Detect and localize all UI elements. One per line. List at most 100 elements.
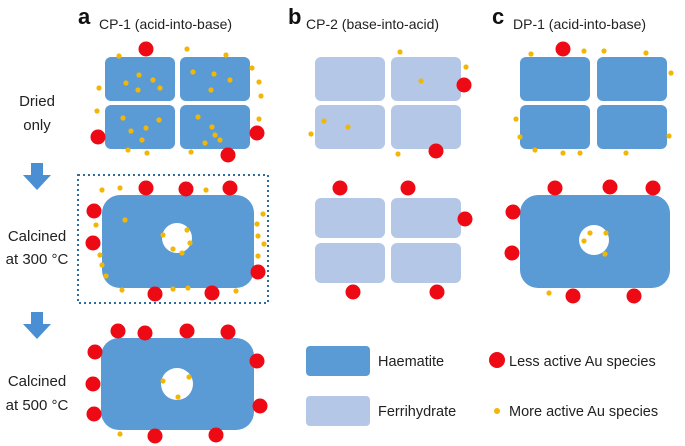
more-active-au-particle — [211, 71, 217, 77]
less-active-au-particle — [429, 284, 445, 300]
highlight-dashed-box — [77, 174, 269, 304]
more-active-au-particle — [395, 151, 401, 157]
more-active-au-particle — [96, 85, 102, 91]
more-active-au-particle — [186, 374, 192, 380]
panel-title-b: CP-2 (base-into-acid) — [306, 16, 439, 32]
more-active-au-particle — [143, 125, 149, 131]
less-active-au-particle — [428, 143, 444, 159]
haematite-grain — [597, 57, 667, 101]
row-label-500-line2: at 500 °C — [6, 397, 69, 414]
more-active-au-particle — [170, 246, 176, 252]
more-active-au-particle — [223, 52, 229, 58]
more-active-au-particle — [195, 114, 201, 120]
more-active-au-particle — [581, 238, 587, 244]
more-active-au-particle — [308, 131, 314, 137]
more-active-au-particle — [249, 65, 255, 71]
ferrihydrate-grain — [391, 243, 461, 283]
more-active-au-particle — [208, 87, 214, 93]
less-active-au-particle — [249, 125, 265, 141]
panel-letter-c: c — [492, 4, 504, 29]
less-active-au-particle — [220, 324, 236, 340]
more-active-au-particle — [185, 285, 191, 291]
less-active-au-particle — [626, 288, 642, 304]
more-active-au-particle — [99, 262, 105, 268]
more-active-au-particle — [581, 48, 587, 54]
row-label-dried-line2: only — [23, 117, 51, 134]
row-label-300-line2: at 300 °C — [6, 251, 69, 268]
more-active-au-particle — [135, 87, 141, 93]
more-active-au-particle — [128, 128, 134, 134]
less-active-au-particle — [86, 203, 102, 219]
more-active-au-particle — [217, 137, 223, 143]
more-active-au-particle — [116, 53, 122, 59]
less-active-au-particle — [345, 284, 361, 300]
more-active-au-particle — [184, 227, 190, 233]
more-active-au-particle — [119, 287, 125, 293]
less-active-au-particle — [147, 428, 163, 444]
ferrihydrate-grain — [315, 243, 385, 283]
legend-haematite-label: Haematite — [378, 354, 444, 370]
haematite-grain — [105, 57, 175, 101]
less-active-au-particle — [602, 179, 618, 195]
more-active-au-particle — [123, 80, 129, 86]
more-active-au-particle — [202, 140, 208, 146]
more-active-au-particle — [668, 70, 674, 76]
legend-less-active-marker — [489, 352, 505, 368]
haematite-grain — [597, 105, 667, 149]
legend-haematite-swatch — [306, 346, 370, 376]
less-active-au-particle — [456, 77, 472, 93]
more-active-au-particle — [577, 150, 583, 156]
more-active-au-particle — [160, 232, 166, 238]
less-active-au-particle — [86, 406, 102, 422]
more-active-au-particle — [602, 251, 608, 257]
less-active-au-particle — [249, 353, 265, 369]
less-active-au-particle — [645, 180, 661, 196]
more-active-au-particle — [160, 378, 166, 384]
more-active-au-particle — [546, 290, 552, 296]
haematite-grain — [180, 105, 250, 149]
more-active-au-particle — [623, 150, 629, 156]
more-active-au-particle — [666, 133, 672, 139]
more-active-au-particle — [97, 252, 103, 258]
less-active-au-particle — [204, 285, 220, 301]
more-active-au-particle — [99, 187, 105, 193]
more-active-au-particle — [603, 230, 609, 236]
more-active-au-particle — [397, 49, 403, 55]
more-active-au-particle — [528, 51, 534, 57]
more-active-au-particle — [136, 72, 142, 78]
down-arrow-icon — [23, 312, 51, 339]
less-active-au-particle — [137, 325, 153, 341]
more-active-au-particle — [258, 93, 264, 99]
more-active-au-particle — [94, 108, 100, 114]
more-active-au-particle — [418, 78, 424, 84]
more-active-au-particle — [188, 149, 194, 155]
more-active-au-particle — [532, 147, 538, 153]
ferrihydrate-grain — [391, 105, 461, 149]
less-active-au-particle — [332, 180, 348, 196]
less-active-au-particle — [138, 180, 154, 196]
row-label-500-line1: Calcined — [8, 373, 66, 390]
more-active-au-particle — [93, 222, 99, 228]
legend-ferrihydrate-swatch — [306, 396, 370, 426]
haematite-grain — [520, 105, 590, 149]
legend-less-active-label: Less active Au species — [509, 354, 656, 370]
ferrihydrate-grain — [315, 198, 385, 238]
more-active-au-particle — [587, 230, 593, 236]
more-active-au-particle — [560, 150, 566, 156]
less-active-au-particle — [220, 147, 236, 163]
more-active-au-particle — [120, 115, 126, 121]
less-active-au-particle — [90, 129, 106, 145]
more-active-au-particle — [345, 124, 351, 130]
less-active-au-particle — [252, 398, 268, 414]
ferrihydrate-grain — [391, 57, 461, 101]
more-active-au-particle — [517, 134, 523, 140]
more-active-au-particle — [601, 48, 607, 54]
ferrihydrate-grain — [391, 198, 461, 238]
less-active-au-particle — [87, 344, 103, 360]
more-active-au-particle — [203, 187, 209, 193]
less-active-au-particle — [85, 235, 101, 251]
more-active-au-particle — [321, 118, 327, 124]
more-active-au-particle — [179, 250, 185, 256]
legend-more-active-marker — [494, 408, 500, 414]
